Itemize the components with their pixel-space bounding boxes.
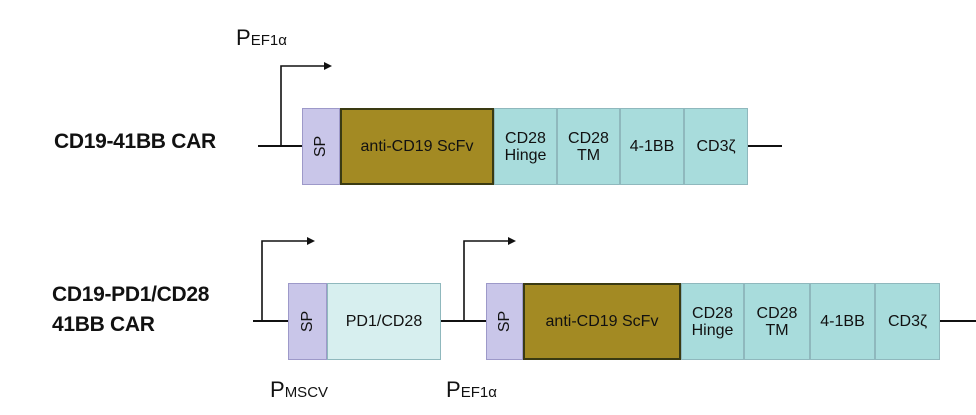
construct-2-segment-sp-1: SP — [288, 283, 327, 360]
construct-2-promoter-2-label: PEF1α — [446, 377, 497, 402]
construct-1-segment-4-1bb: 4-1BB — [620, 108, 684, 185]
construct-2-segment-pd1-cd28: PD1/CD28 — [327, 283, 441, 360]
construct-2-promoter-arrow-1 — [261, 237, 315, 321]
construct-1-promoter-arrow — [280, 62, 332, 146]
construct-2-segment-4-1bb: 4-1BB — [810, 283, 875, 360]
construct-1-segment-cd3z: CD3ζ — [684, 108, 748, 185]
construct-1-label: CD19-41BB CAR — [54, 130, 216, 153]
construct-2-segment-sp-2: SP — [486, 283, 523, 360]
construct-1-segment-scfv: anti-CD19 ScFv — [340, 108, 494, 185]
construct-2-promoter-arrow-2 — [463, 237, 516, 321]
construct-2-segment-cd3z: CD3ζ — [875, 283, 940, 360]
construct-1-segment-sp: SP — [302, 108, 340, 185]
construct-2-label: CD19-PD1/CD28 41BB CAR — [52, 283, 210, 336]
construct-2-segment-scfv: anti-CD19 ScFv — [523, 283, 681, 360]
construct-1-promoter-label: PEF1α — [236, 25, 287, 50]
construct-2-promoter-1-label: PMSCV — [270, 377, 329, 402]
